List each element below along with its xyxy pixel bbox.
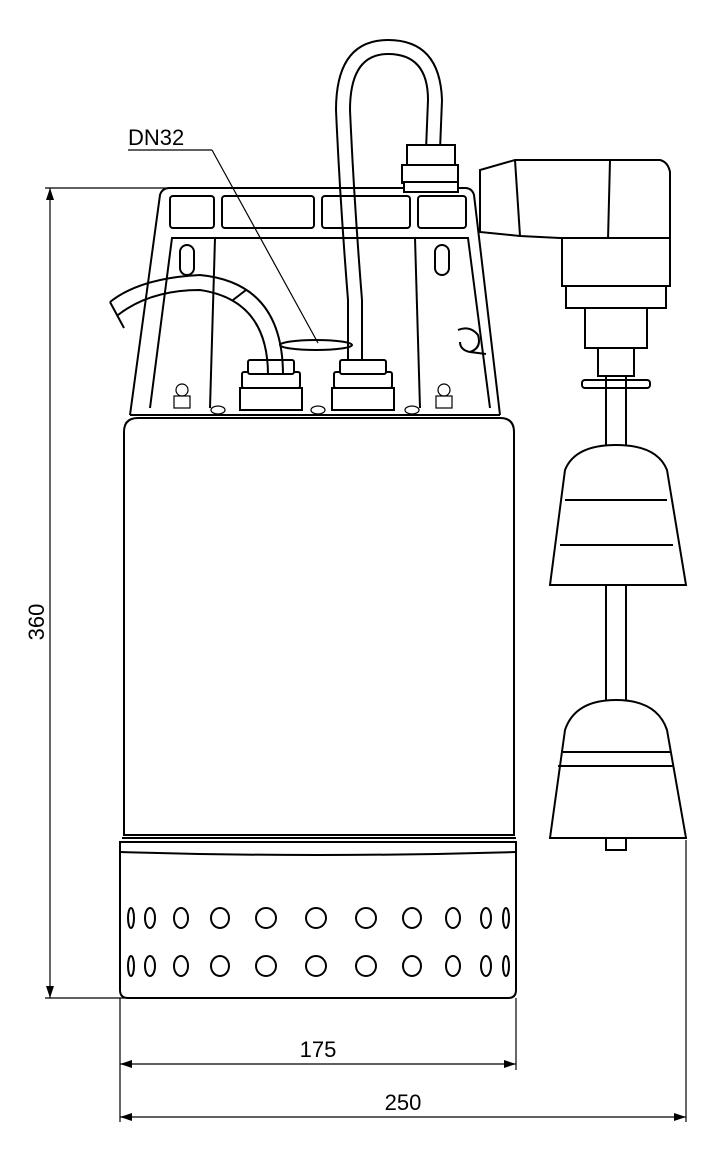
height-label: 360 bbox=[24, 604, 49, 641]
strainer-hole bbox=[144, 907, 156, 929]
pump-handle-frame bbox=[129, 187, 501, 416]
switch-housing bbox=[401, 144, 671, 377]
strainer-hole bbox=[445, 907, 461, 929]
strainer-hole bbox=[355, 955, 377, 977]
strainer-hole bbox=[173, 955, 189, 977]
outlet-label: DN32 bbox=[128, 125, 184, 150]
strainer-hole bbox=[255, 907, 277, 929]
base-width-dimension: 175 bbox=[119, 998, 517, 1122]
strainer-hole bbox=[445, 955, 461, 977]
float-switch bbox=[548, 376, 688, 851]
overall-width-dimension: 250 bbox=[120, 840, 687, 1122]
strainer-hole bbox=[127, 955, 135, 977]
cable-glands bbox=[173, 339, 453, 415]
strainer-hole bbox=[127, 907, 135, 929]
power-cable bbox=[334, 38, 444, 360]
strainer-hole bbox=[255, 955, 277, 977]
strainer-hole bbox=[305, 907, 327, 929]
strainer-holes bbox=[127, 907, 510, 977]
height-dimension: 360 bbox=[24, 187, 170, 999]
outlet-callout: DN32 bbox=[128, 125, 319, 344]
motor-body bbox=[122, 417, 516, 839]
strainer-hole bbox=[305, 955, 327, 977]
strainer-hole bbox=[144, 955, 156, 977]
strainer-hole bbox=[173, 907, 189, 929]
float-cable bbox=[109, 273, 284, 376]
strainer-hole bbox=[402, 955, 422, 977]
base-width-label: 175 bbox=[300, 1037, 337, 1062]
strainer-base bbox=[119, 841, 517, 999]
overall-width-label: 250 bbox=[385, 1090, 422, 1115]
strainer-hole bbox=[502, 907, 510, 929]
strainer-hole bbox=[480, 955, 492, 977]
strainer-hole bbox=[402, 907, 422, 929]
strainer-hole bbox=[210, 907, 230, 929]
strainer-hole bbox=[355, 907, 377, 929]
strainer-hole bbox=[210, 955, 230, 977]
strainer-hole bbox=[502, 955, 510, 977]
strainer-hole bbox=[480, 907, 492, 929]
